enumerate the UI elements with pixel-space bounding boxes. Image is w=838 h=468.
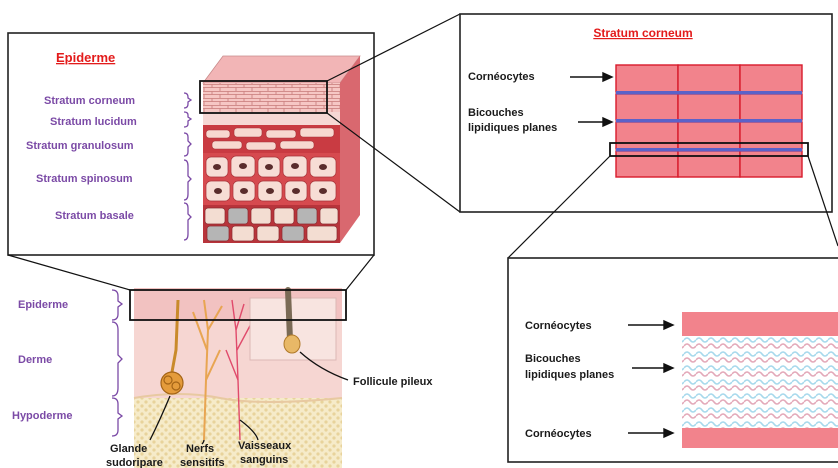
skin-label-epidermis: Epiderme — [18, 299, 68, 311]
epidermis-panel: Epiderme Stratum corneum Stratum lucidum… — [8, 33, 374, 255]
corneum-label-lipids-1: Bicouches — [468, 107, 524, 119]
layer-label-corneum: Stratum corneum — [44, 95, 135, 107]
corneum-label-cells: Cornéocytes — [468, 71, 535, 83]
label-nerves-2: sensitifs — [180, 457, 225, 468]
skin-label-dermis: Derme — [18, 354, 52, 366]
lipid-label-top: Cornéocytes — [525, 320, 592, 332]
sweat-gland — [161, 372, 183, 394]
skin-layer-brackets — [112, 290, 122, 436]
label-vessels-1: Vaisseaux — [238, 440, 292, 452]
corneocyte-band-bottom — [682, 428, 838, 448]
lipid-label-lipids-2: lipidiques planes — [525, 369, 614, 381]
skin-label-hypodermis: Hypoderme — [12, 410, 73, 422]
hair-follicle — [250, 290, 336, 360]
corneum-panel-title: Stratum corneum — [593, 26, 692, 40]
epidermis-block — [200, 56, 360, 243]
label-gland-1: Glande — [110, 443, 147, 455]
label-vessels-2: sanguins — [240, 454, 288, 466]
layer-label-granulosum: Stratum granulosum — [26, 140, 134, 152]
lipid-label-lipids-1: Bicouches — [525, 353, 581, 365]
corneum-label-lipids-2: lipidiques planes — [468, 122, 557, 134]
epidermis-panel-title: Epiderme — [56, 50, 115, 65]
corneocyte-band-top — [682, 312, 838, 336]
lipid-panel: Cornéocytes Bicouches lipidiques planes … — [508, 258, 838, 462]
layer-label-spinosum: Stratum spinosum — [36, 173, 133, 185]
lipid-bilayer-band — [682, 336, 838, 428]
label-gland-2: sudoripare — [106, 457, 163, 468]
layer-label-lucidum: Stratum lucidum — [50, 116, 137, 128]
label-follicle: Follicule pileux — [353, 376, 433, 388]
skin-cross-section: Epiderme Derme Hypoderme Follicule pileu… — [12, 288, 433, 468]
lipid-label-bottom: Cornéocytes — [525, 428, 592, 440]
label-nerves-1: Nerfs — [186, 443, 214, 455]
layer-label-basale: Stratum basale — [55, 210, 134, 222]
corneum-panel: Stratum corneum Cornéocytes Bicouches li… — [460, 14, 832, 212]
zoom-connectors-left — [8, 255, 374, 290]
